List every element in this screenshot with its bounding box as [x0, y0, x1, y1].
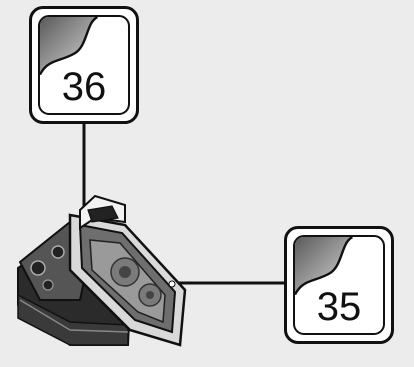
step-number: 36	[61, 65, 107, 109]
step-number: 35	[316, 285, 362, 329]
callout-frame: 36	[38, 15, 130, 115]
step-callout-36: 36	[29, 6, 139, 124]
lego-part-assembly	[17, 194, 187, 347]
callout-frame: 35	[293, 235, 385, 335]
page-curl-icon	[40, 17, 99, 76]
step-callout-35: 35	[284, 226, 394, 344]
page-curl-icon	[295, 237, 354, 296]
